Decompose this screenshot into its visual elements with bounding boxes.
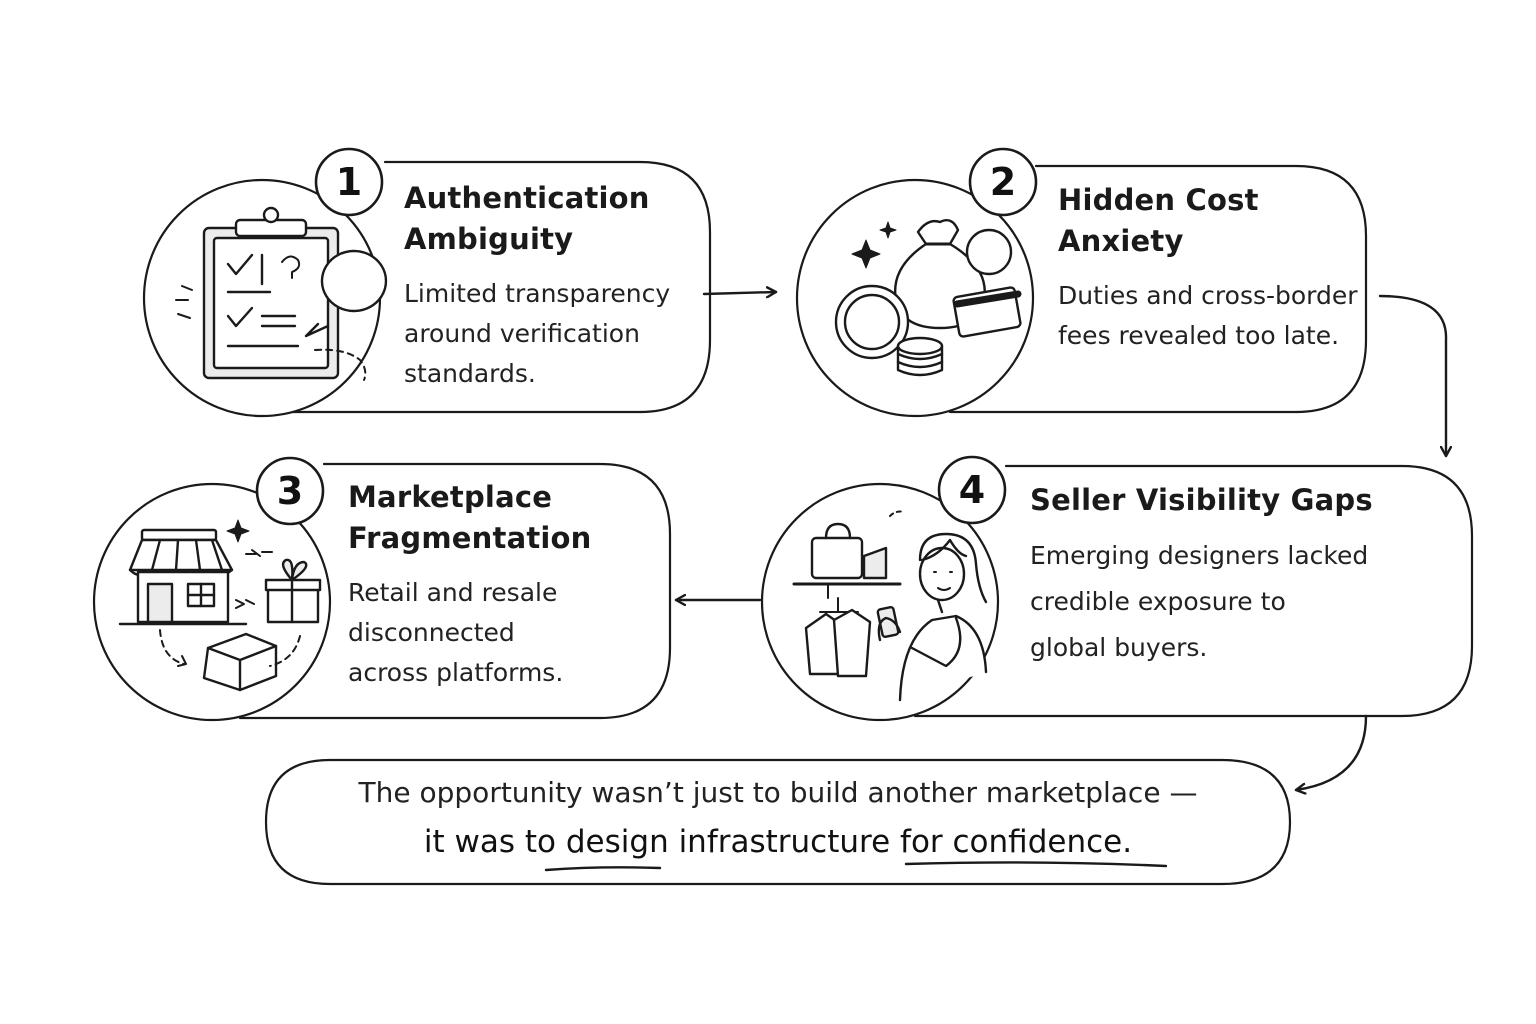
conclusion-middle: infrastructure	[668, 824, 901, 860]
step-number-4: 4	[958, 468, 986, 512]
step-title-4: Seller Visibility Gaps	[1030, 483, 1373, 517]
step-badge-3	[255, 456, 325, 526]
clipboard-checklist-question-icon	[175, 206, 388, 381]
arrow-step2-to-step4	[1378, 294, 1446, 458]
step-badge-2	[968, 147, 1038, 217]
step-card-2-text: Hidden Cost Anxiety Duties and cross-bor…	[1058, 180, 1358, 356]
step-description-2: Duties and cross-border fees revealed to…	[1058, 281, 1358, 350]
shopper-phone-clothing-rack-icon	[792, 510, 988, 702]
step-card-3-text: Marketplace Fragmentation Retail and res…	[348, 477, 664, 693]
conclusion-line-2: it was to design infrastructure for conf…	[270, 822, 1286, 862]
step-card-1-outline	[263, 160, 712, 414]
conclusion-line-1: The opportunity wasn’t just to build ano…	[358, 776, 1198, 809]
money-bag-coins-card-icon	[834, 219, 1022, 377]
conclusion-text: The opportunity wasn’t just to build ano…	[270, 762, 1286, 880]
underline-for-confidence	[904, 861, 1168, 868]
step-card-4-outline	[913, 464, 1474, 718]
conclusion-banner	[264, 758, 1292, 886]
step-card-4-text: Seller Visibility Gaps Emerging designer…	[1030, 480, 1460, 671]
step-number-3: 3	[276, 469, 304, 513]
arrow-step1-to-step2	[702, 292, 778, 294]
step-badge-4	[937, 455, 1007, 525]
conclusion-emphasis-confidence: for confidence.	[900, 824, 1133, 860]
conclusion-emphasis-design: design	[565, 824, 669, 860]
step-card-1	[142, 147, 712, 418]
conclusion-banner-outline	[264, 758, 1292, 886]
arrow-step4-to-conclusion	[1294, 714, 1368, 790]
step-number-1: 1	[335, 160, 363, 204]
step-badge-1	[314, 147, 384, 217]
step-title-3: Marketplace Fragmentation	[348, 480, 592, 555]
flow-arrows	[674, 292, 1446, 790]
step-description-1: Limited transparency around verification…	[404, 279, 671, 388]
conclusion-prefix: it was to	[423, 824, 566, 860]
step-description-4: Emerging designers lacked credible expos…	[1030, 541, 1369, 662]
step-title-2: Hidden Cost Anxiety	[1058, 183, 1259, 258]
step-card-4	[760, 455, 1474, 722]
underline-design	[544, 866, 662, 872]
step-card-2	[795, 147, 1368, 418]
step-card-3	[92, 456, 672, 722]
step-card-1-text: Authentication Ambiguity Limited transpa…	[404, 178, 704, 394]
storefront-gift-box-icon	[118, 519, 322, 692]
step-description-3: Retail and resale disconnected across pl…	[348, 578, 564, 687]
step-card-3-outline	[238, 462, 672, 720]
step-card-2-outline	[948, 164, 1368, 414]
step-number-2: 2	[989, 160, 1017, 204]
step-title-1: Authentication Ambiguity	[404, 181, 650, 256]
